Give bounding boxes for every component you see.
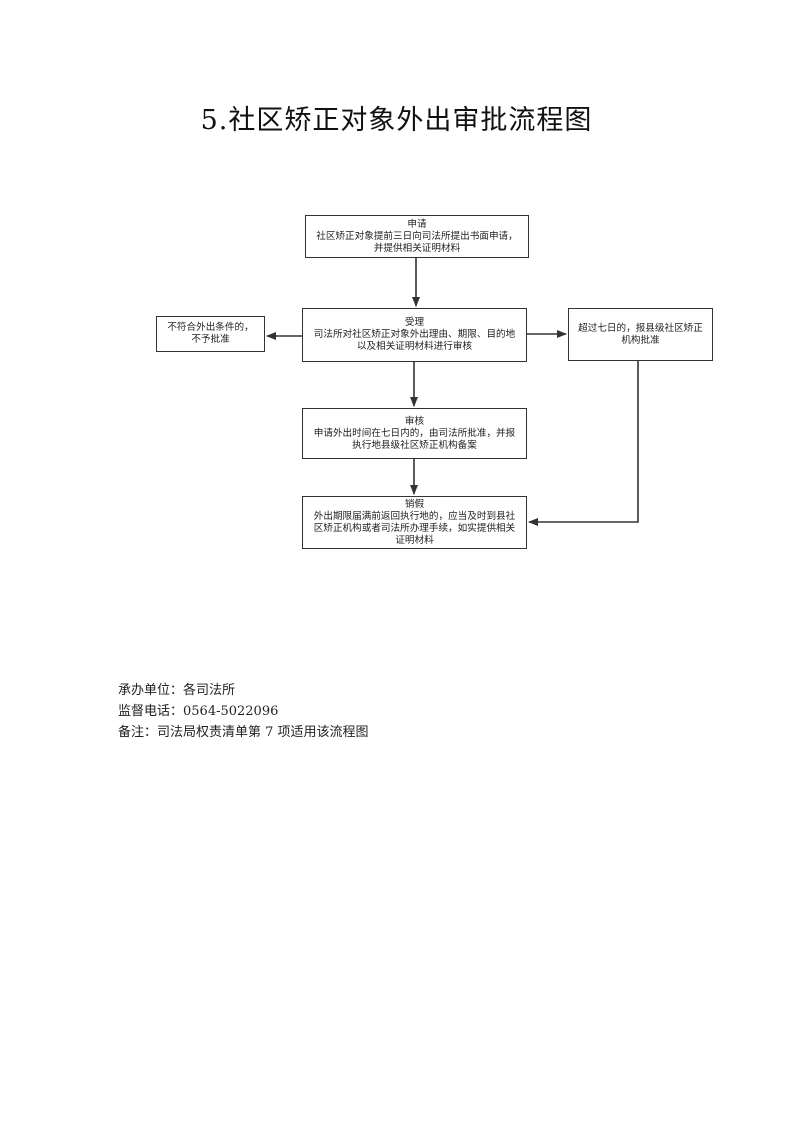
node-cancel: 销假 外出期限届满前返回执行地的，应当及时到县社 区矫正机构或者司法所办理手续，… — [302, 496, 527, 549]
footer-note: 备注：司法局权责清单第 7 项适用该流程图 — [118, 725, 369, 740]
node-cancel-line: 外出期限届满前返回执行地的，应当及时到县社 — [313, 510, 516, 522]
node-accept-heading: 受理 — [404, 317, 425, 328]
node-apply-line: 并提供相关证明材料 — [373, 242, 461, 254]
node-accept-line: 以及相关证明材料进行审核 — [356, 341, 473, 352]
node-review: 审核 申请外出时间在七日内的，由司法所批准，并报 执行地县级社区矫正机构备案 — [302, 408, 527, 459]
node-over7-line: 机构批准 — [621, 334, 660, 346]
node-cancel-line: 区矫正机构或者司法所办理手续，如实提供相关 — [313, 522, 516, 534]
page-title: 5.社区矫正对象外出审批流程图 — [200, 105, 593, 136]
node-cancel-line: 证明材料 — [395, 534, 434, 546]
node-apply: 申请 社区矫正对象提前三日向司法所提出书面申请， 并提供相关证明材料 — [305, 215, 529, 258]
node-review-line: 执行地县级社区矫正机构备案 — [352, 439, 477, 451]
footer-info: 承办单位：各司法所 监督电话：0564-5022096 备注：司法局权责清单第 … — [118, 680, 369, 743]
flowchart-connectors — [266, 258, 639, 526]
node-over7-line: 超过七日的，报县级社区矫正 — [578, 322, 703, 334]
node-accept-line: 司法所对社区矫正对象外出理由、期限、目的地 — [313, 329, 516, 340]
node-review-heading: 审核 — [404, 415, 425, 427]
arrow-over7-to-cancel — [528, 361, 639, 526]
node-reject: 不符合外出条件的， 不予批准 — [156, 316, 265, 352]
node-reject-line: 不予批准 — [191, 334, 230, 345]
footer-phone: 监督电话：0564-5022096 — [118, 704, 279, 719]
node-cancel-heading: 销假 — [404, 498, 425, 510]
node-apply-line: 社区矫正对象提前三日向司法所提出书面申请， — [316, 230, 518, 242]
footer-unit: 承办单位：各司法所 — [118, 683, 236, 698]
node-over7: 超过七日的，报县级社区矫正 机构批准 — [568, 308, 713, 361]
node-accept: 受理 司法所对社区矫正对象外出理由、期限、目的地 以及相关证明材料进行审核 — [302, 308, 527, 362]
node-reject-line: 不符合外出条件的， — [167, 322, 254, 333]
node-apply-heading: 申请 — [407, 218, 427, 230]
node-review-line: 申请外出时间在七日内的，由司法所批准，并报 — [313, 427, 516, 439]
